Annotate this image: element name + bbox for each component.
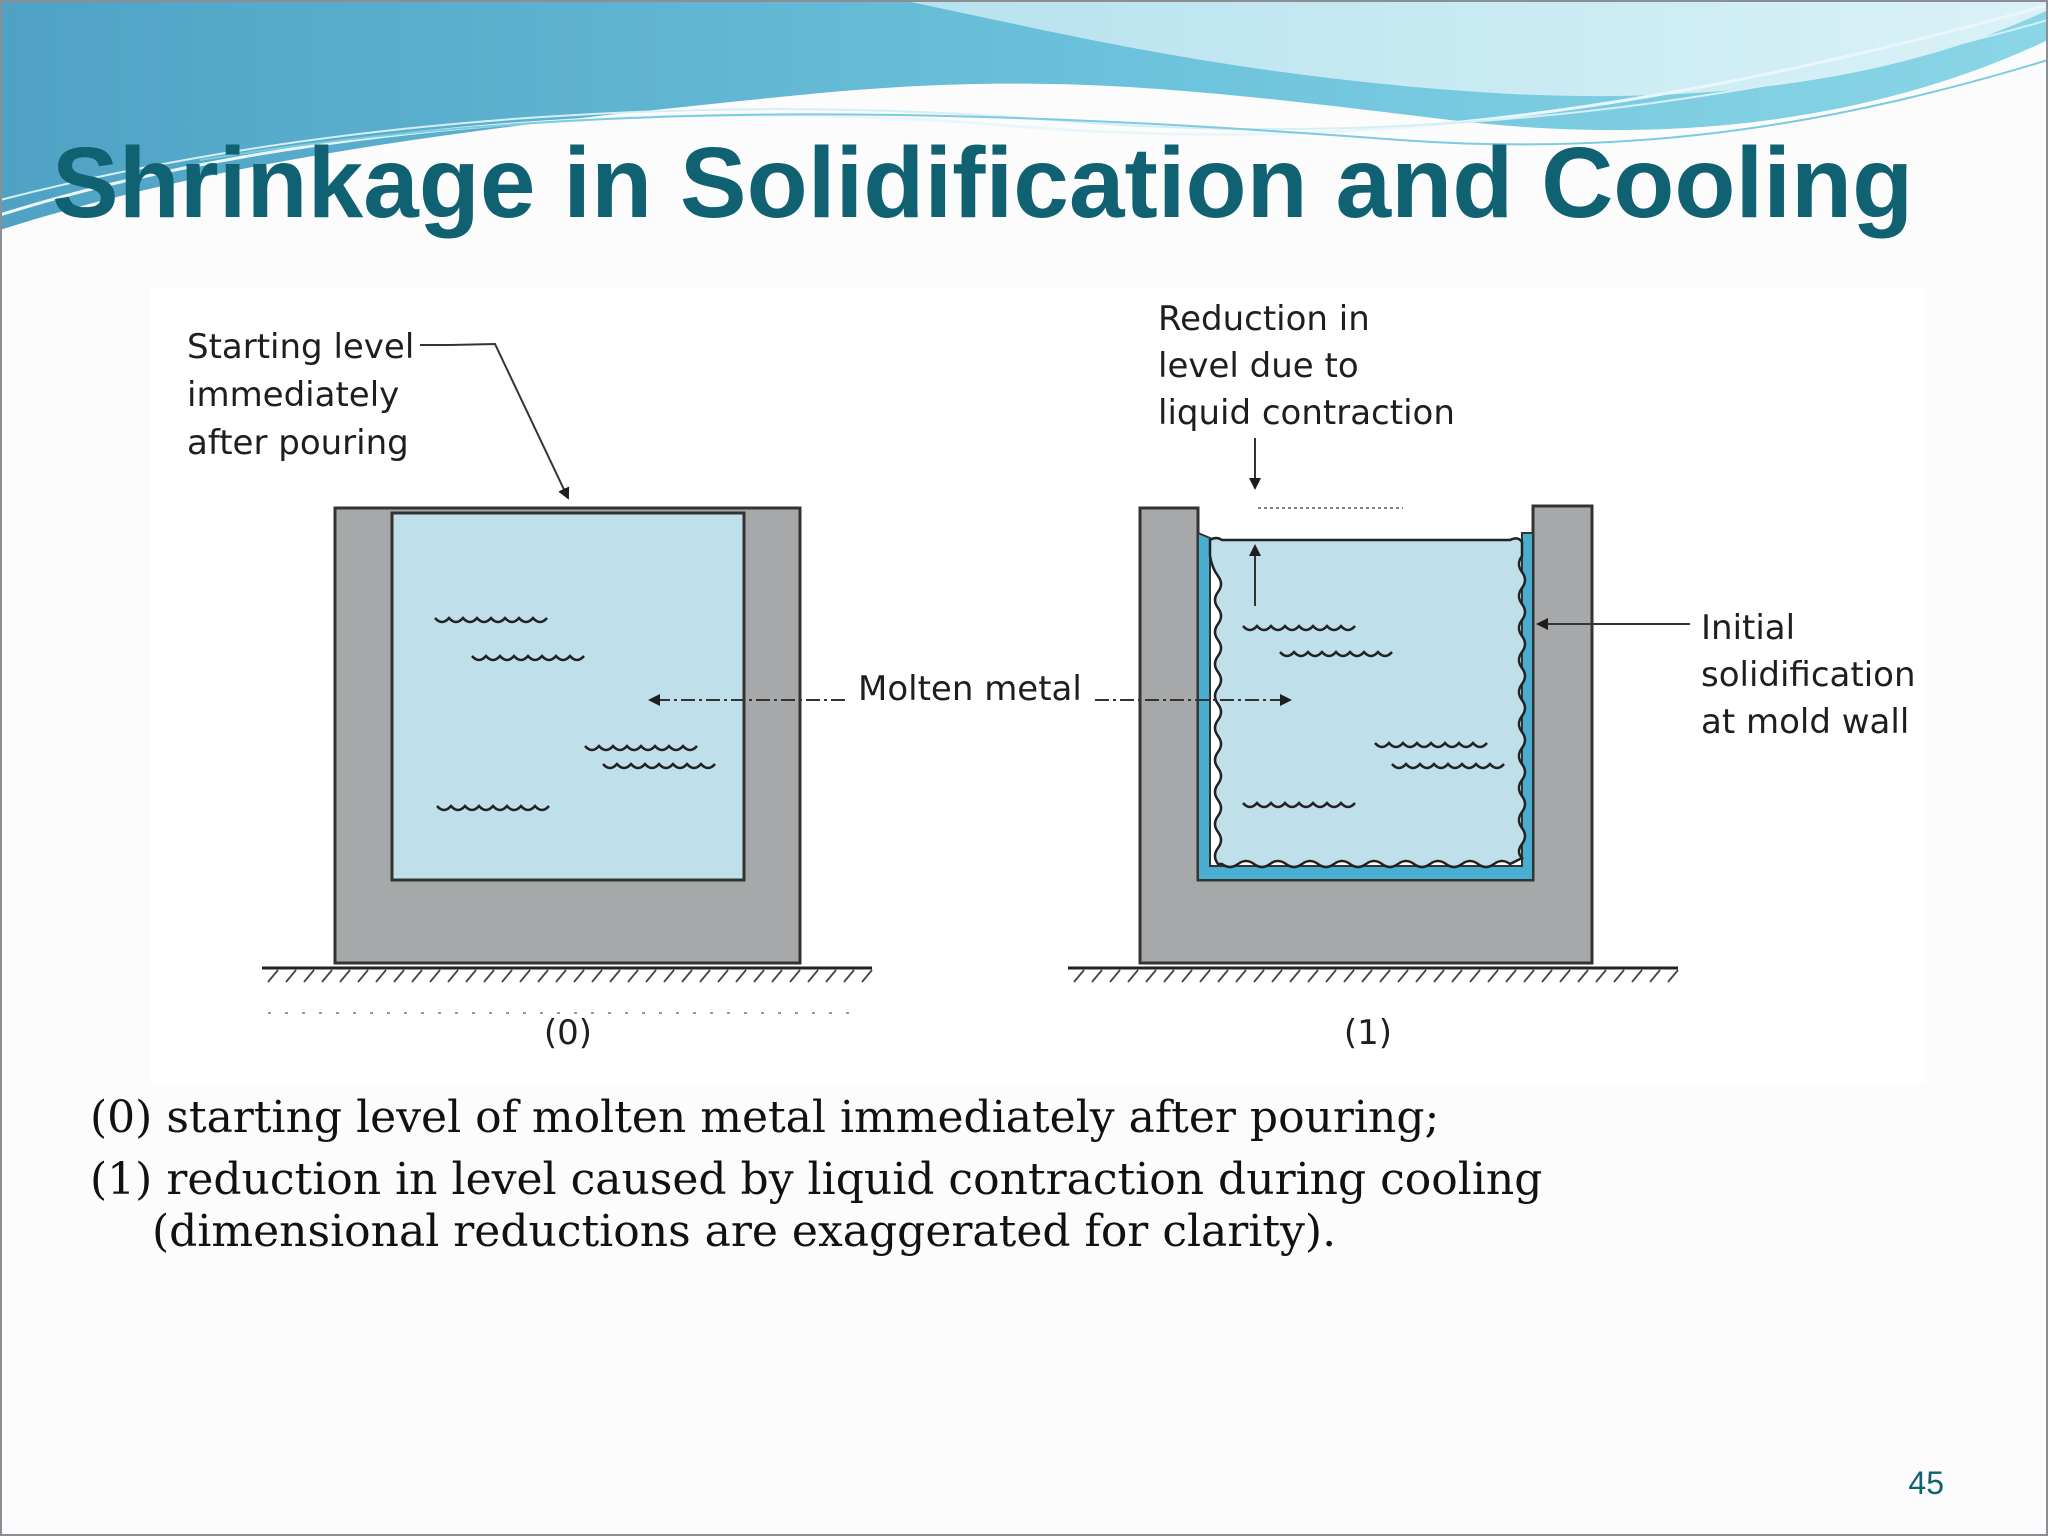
starting-level-leader bbox=[420, 342, 570, 500]
wave-header-decoration bbox=[0, 0, 2048, 230]
svg-text:level due to: level due to bbox=[1158, 346, 1359, 386]
mold-panel-1 bbox=[1068, 504, 1679, 983]
svg-text:immediately: immediately bbox=[187, 375, 399, 415]
slide-title: Shrinkage in Solidification and Cooling bbox=[52, 127, 1914, 239]
label-reduction-in-level: Reduction in level due to liquid contrac… bbox=[1158, 299, 1455, 606]
svg-text:Initial: Initial bbox=[1701, 608, 1795, 648]
svg-text:Reduction in: Reduction in bbox=[1158, 299, 1370, 339]
label-initial-solidification: Initial solidification at mold wall bbox=[1536, 608, 1916, 742]
caption-line-0: (0) starting level of molten metal immed… bbox=[90, 1092, 1440, 1143]
page-number: 45 bbox=[1908, 1465, 1944, 1501]
molten-metal-0 bbox=[390, 511, 746, 882]
label-starting-level: Starting level immediately after pouring bbox=[187, 327, 570, 500]
svg-text:solidification: solidification bbox=[1701, 655, 1916, 695]
ripple-marks-1 bbox=[1242, 624, 1505, 809]
svg-text:Molten metal: Molten metal bbox=[858, 669, 1082, 709]
mold-panel-0 bbox=[262, 506, 873, 1014]
shrinkage-figure: Starting level immediately after pouring… bbox=[150, 288, 1924, 1083]
svg-text:after pouring: after pouring bbox=[187, 423, 409, 463]
ripple-marks-0 bbox=[434, 616, 716, 812]
label-molten-metal: Molten metal bbox=[648, 669, 1292, 709]
svg-text:at mold wall: at mold wall bbox=[1701, 702, 1909, 742]
svg-text:liquid contraction: liquid contraction bbox=[1158, 393, 1455, 433]
panel-label-1: (1) bbox=[1344, 1013, 1392, 1053]
shrinkage-diagram: Starting level immediately after pouring… bbox=[187, 299, 1916, 1053]
caption: (0) starting level of molten metal immed… bbox=[90, 1092, 1752, 1268]
panel-label-0: (0) bbox=[544, 1013, 592, 1053]
ground-hatch-1 bbox=[1073, 969, 1679, 983]
molten-metal-1 bbox=[1208, 536, 1527, 869]
caption-line-1: (1) reduction in level caused by liquid … bbox=[90, 1153, 1543, 1257]
svg-text:Starting level: Starting level bbox=[187, 327, 414, 367]
ground-hatch-0 bbox=[267, 969, 873, 983]
